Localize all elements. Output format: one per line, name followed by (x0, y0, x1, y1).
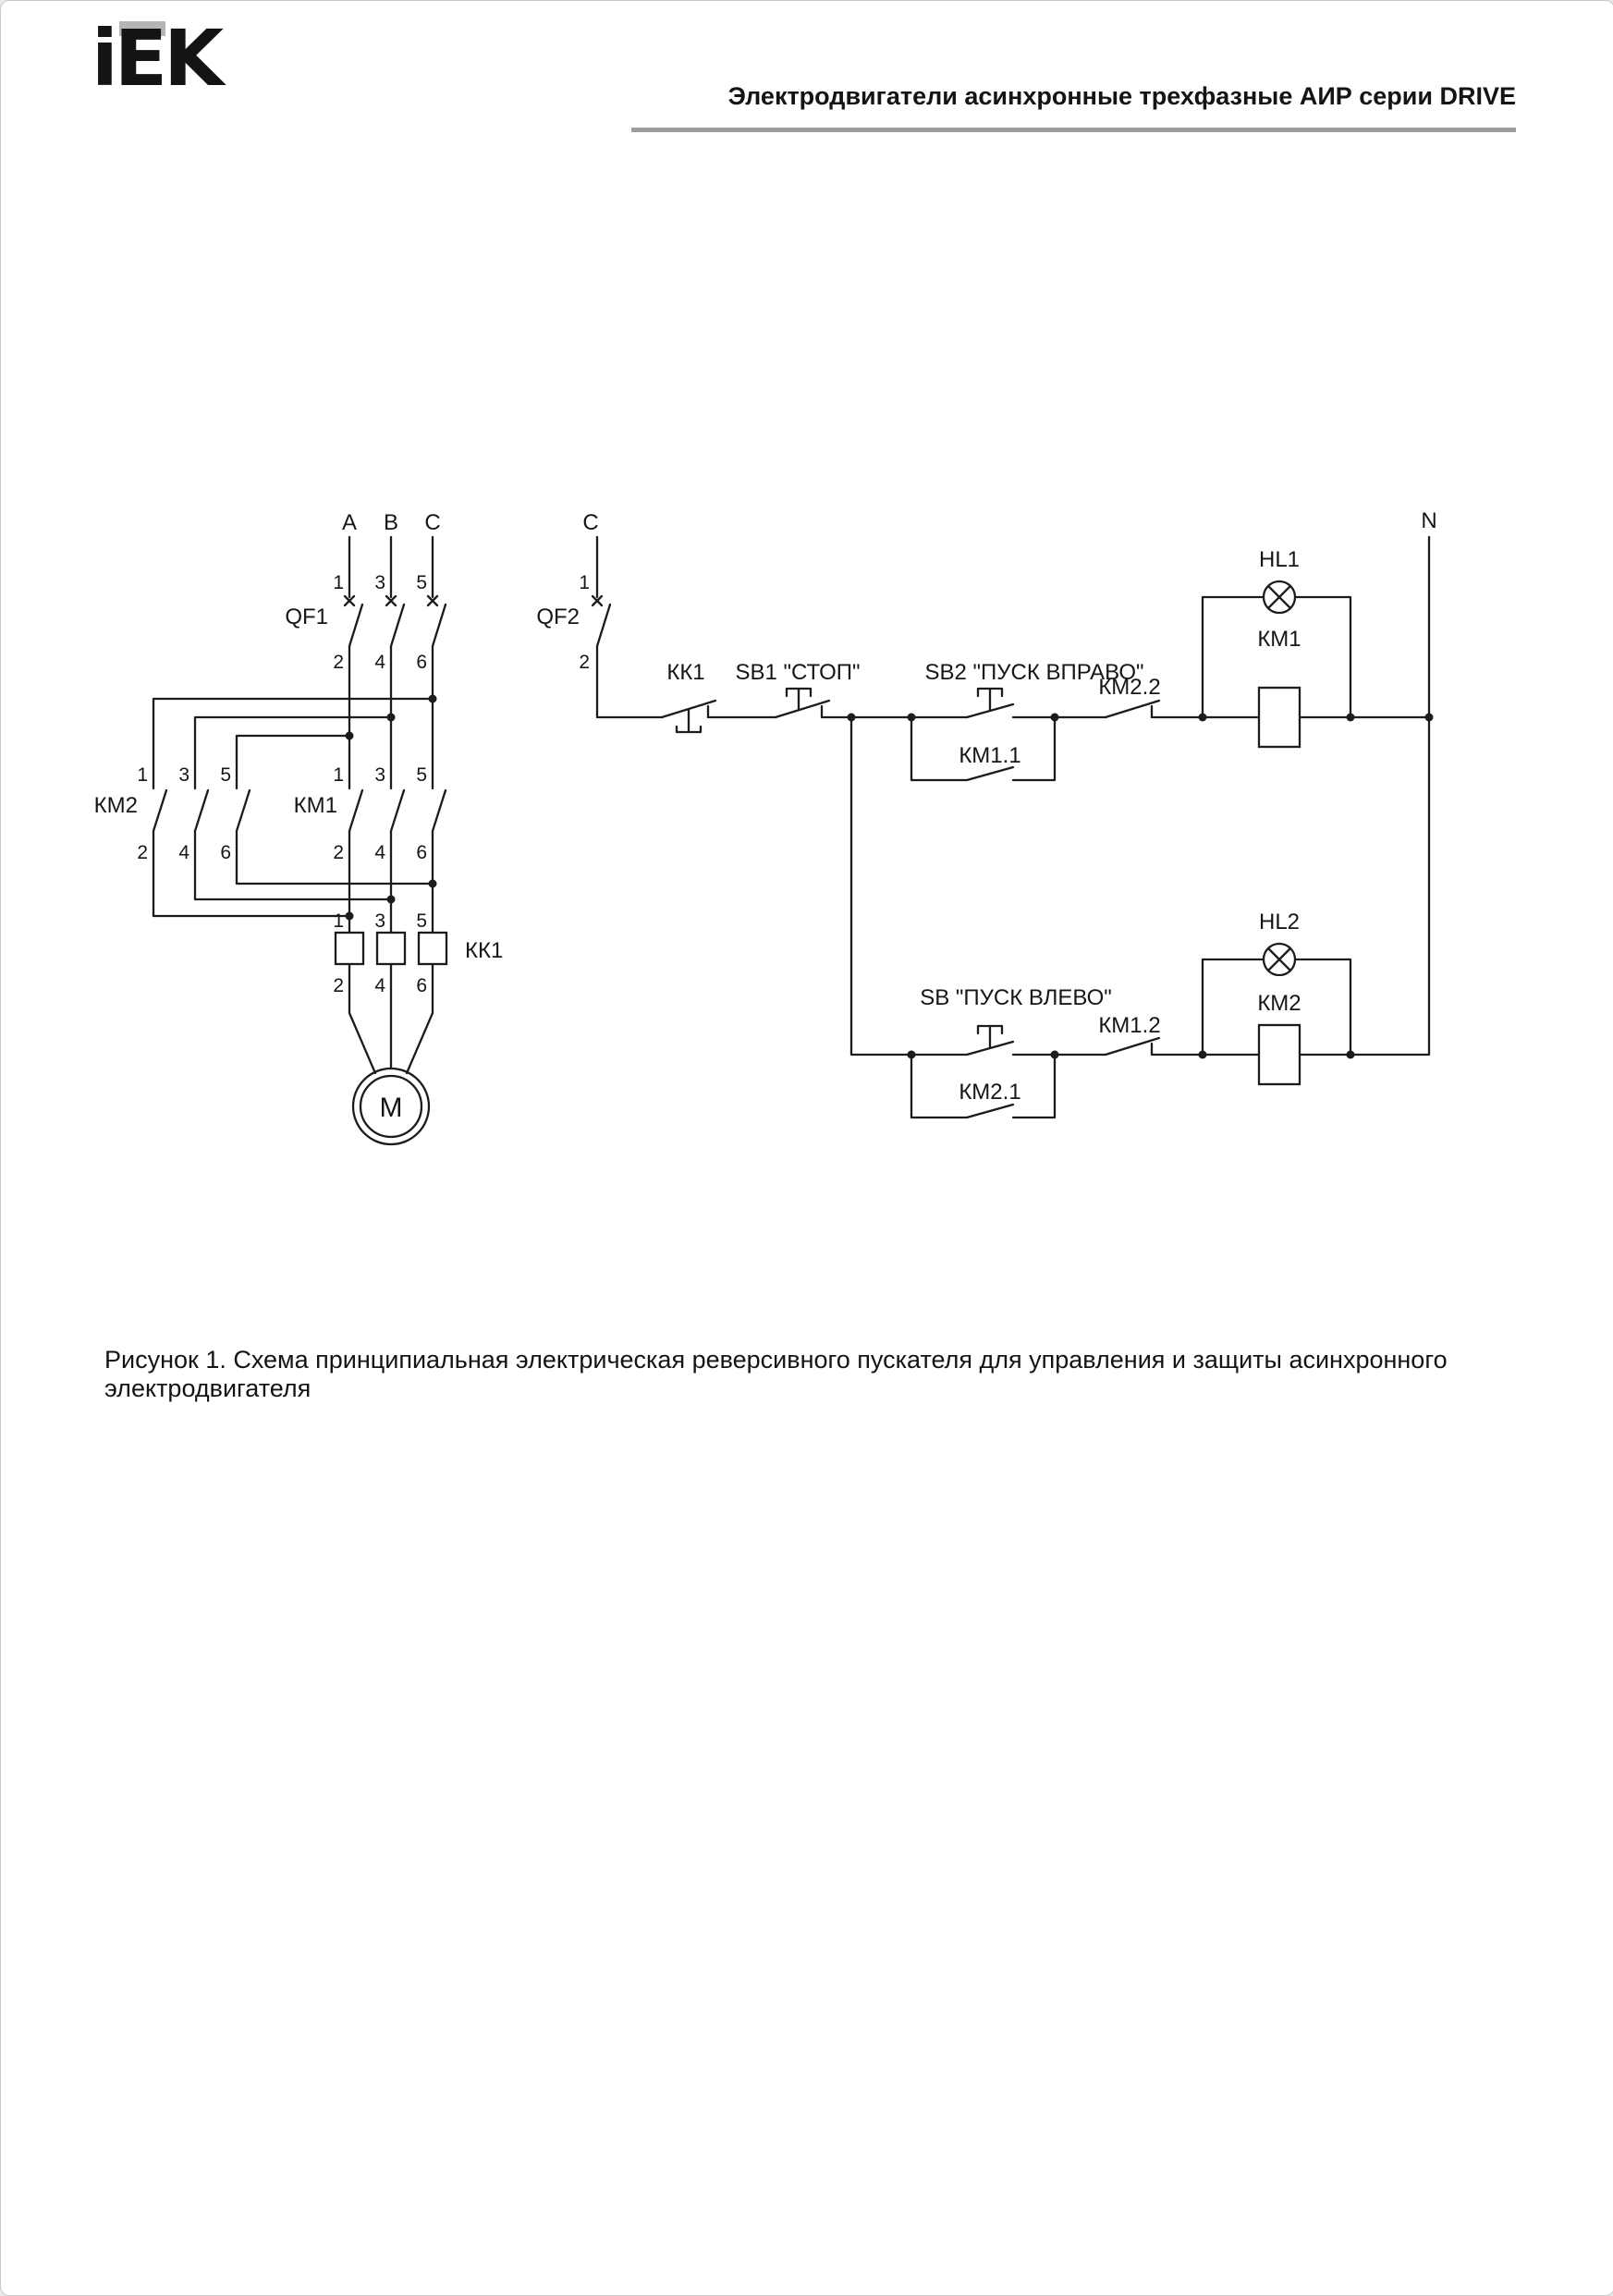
sb2-start-right-button-symbol (965, 687, 1015, 719)
motor-symbol (351, 1067, 431, 1146)
km1-terminal-1: 1 (333, 764, 344, 786)
kk1-heater-block-symbol (334, 931, 448, 966)
junction-dots (345, 694, 1434, 1059)
sb1-stop-label: SB1 "СТОП" (735, 660, 860, 685)
km1-terminal-6: 6 (416, 842, 427, 863)
kk1-terminal-1: 1 (333, 910, 344, 932)
km1-main-contacts-symbol (348, 788, 447, 833)
qf2-breaker-symbol (591, 594, 612, 648)
km1-1-aux-contact-symbol (965, 765, 1015, 782)
km1-terminal-3: 3 (374, 764, 385, 786)
km2-terminal-4: 4 (178, 842, 189, 863)
kk1-terminal-2: 2 (333, 975, 344, 996)
sb-start-left-button-symbol (965, 1024, 1015, 1056)
qf1-terminal-2: 2 (333, 652, 344, 673)
kk1-contact-symbol (660, 699, 717, 734)
qf1-terminal-3: 3 (374, 572, 385, 593)
km2-terminal-2: 2 (137, 842, 148, 863)
kk1-terminal-3: 3 (374, 910, 385, 932)
km2-main-contacts-symbol (152, 788, 251, 833)
km2-terminal-1: 1 (137, 764, 148, 786)
qf1-terminal-1: 1 (333, 572, 344, 593)
iek-logo-text: iEK (92, 13, 224, 104)
phase-b-label: B (384, 510, 398, 535)
km2-terminal-5: 5 (220, 764, 231, 786)
qf1-terminal-4: 4 (374, 652, 385, 673)
power-circuit: A B C QF1 1 3 5 2 4 6 КМ2 1 3 5 2 4 6 КМ… (94, 510, 503, 1146)
kk1-heater-label: КК1 (465, 938, 503, 963)
qf1-breaker-symbol (343, 594, 447, 648)
qf2-terminal-1: 1 (579, 572, 590, 593)
km1-terminal-5: 5 (416, 764, 427, 786)
sb-start-left-label: SB "ПУСК ВЛЕВО" (920, 985, 1112, 1010)
phase-a-label: A (342, 510, 357, 535)
neutral-label: N (1421, 508, 1436, 533)
qf2-terminal-2: 2 (579, 652, 590, 673)
qf1-terminal-5: 5 (416, 572, 427, 593)
km1-label: КМ1 (294, 793, 337, 818)
km1-2-label: КМ1.2 (1098, 1013, 1160, 1038)
km2-1-label: КМ2.1 (959, 1080, 1020, 1105)
hl1-lamp-icon (1262, 580, 1297, 615)
sb2-start-right-label: SB2 "ПУСК ВПРАВО" (924, 660, 1143, 685)
page-title: Электродвигатели асинхронные трехфазные … (727, 82, 1516, 110)
km2-1-aux-contact-symbol (965, 1103, 1015, 1119)
hl2-lamp-icon (1262, 942, 1297, 977)
iek-logo-accent-bar (119, 21, 165, 36)
control-circuit: C N QF2 1 2 КК1 SB1 "СТОП" SB2 "ПУСК ВПР… (536, 508, 1437, 1119)
km2-terminal-3: 3 (178, 764, 189, 786)
iek-logo: iEK (92, 19, 249, 103)
km1-coil-symbol (1257, 686, 1301, 749)
phase-c-label: C (424, 510, 440, 535)
km1-coil-label: КМ1 (1257, 627, 1301, 652)
phase-c-control-label: C (582, 510, 598, 535)
kk1-terminal-4: 4 (374, 975, 385, 996)
km2-label: КМ2 (94, 793, 138, 818)
kk1-contact-label: КК1 (666, 660, 704, 685)
km1-terminal-4: 4 (374, 842, 385, 863)
hl2-label: HL2 (1259, 910, 1300, 934)
km2-2-label: КМ2.2 (1098, 675, 1160, 700)
control-wires (595, 535, 1431, 1119)
qf1-terminal-6: 6 (416, 652, 427, 673)
km2-coil-symbol (1257, 1023, 1301, 1086)
qf2-label: QF2 (536, 605, 580, 629)
figure-caption: Рисунок 1. Схема принципиальная электрич… (104, 1346, 1448, 1402)
qf1-label: QF1 (285, 605, 328, 629)
km1-terminal-2: 2 (333, 842, 344, 863)
km1-1-label: КМ1.1 (959, 743, 1020, 768)
kk1-terminal-6: 6 (416, 975, 427, 996)
km1-2-nc-contact-symbol (1104, 1036, 1161, 1056)
motor-letter: М (380, 1093, 403, 1123)
km2-2-nc-contact-symbol (1104, 699, 1161, 719)
title-underline-rule (631, 128, 1516, 132)
km2-terminal-6: 6 (220, 842, 231, 863)
hl1-label: HL1 (1259, 547, 1300, 572)
km2-coil-label: КМ2 (1257, 991, 1301, 1016)
kk1-terminal-5: 5 (416, 910, 427, 932)
sb1-stop-button-symbol (774, 687, 831, 719)
